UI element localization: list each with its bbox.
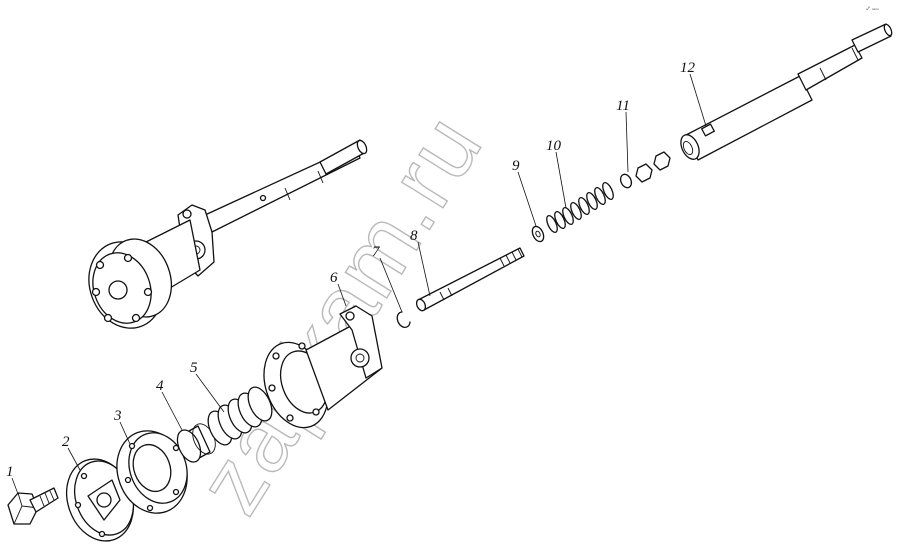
label-part-8: 8	[410, 228, 418, 244]
part-spring-small	[546, 182, 614, 233]
assembled-shaft-unit	[88, 139, 368, 329]
label-part-4: 4	[156, 378, 164, 394]
part-nut	[619, 151, 671, 189]
part-housing	[263, 305, 383, 429]
corner-mark: ₐᵖ ₙₐₘ	[866, 6, 879, 12]
part-cup	[176, 423, 216, 463]
label-part-5: 5	[190, 360, 198, 376]
label-part-7: 7	[372, 244, 381, 260]
leader-lines	[11, 73, 707, 495]
part-bolt	[7, 487, 59, 525]
label-part-9: 9	[512, 158, 520, 174]
label-part-1: 1	[6, 464, 14, 480]
label-part-12: 12	[680, 60, 696, 76]
part-shaft	[680, 23, 893, 161]
label-part-2: 2	[62, 434, 70, 450]
label-part-10: 10	[546, 138, 562, 154]
part-spring-large	[207, 386, 273, 446]
part-circlip	[396, 311, 411, 328]
part-washer	[531, 225, 545, 243]
part-cover	[116, 430, 188, 514]
part-rod	[415, 247, 525, 312]
label-part-6: 6	[330, 270, 338, 286]
label-part-3: 3	[113, 408, 122, 424]
label-part-11: 11	[616, 98, 630, 114]
part-labels: 1 2 3 4 5 6 7 8 9 10 11 12	[6, 60, 696, 480]
